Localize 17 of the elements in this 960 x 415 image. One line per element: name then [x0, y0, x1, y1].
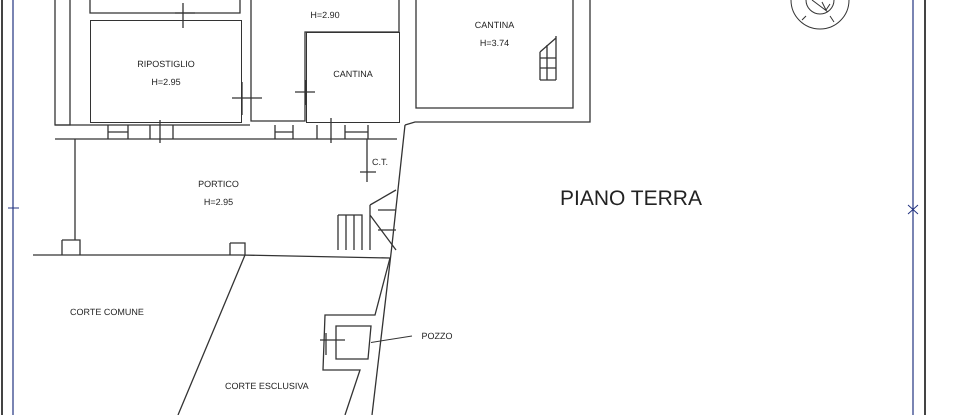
room-label: CANTINA	[333, 69, 373, 79]
callout-label: POZZO	[422, 331, 452, 341]
plan-title: PIANO TERRA	[560, 187, 702, 211]
room-label: CANTINA	[474, 20, 514, 30]
room-label: H=2.95	[204, 197, 234, 207]
room-outline	[250, 0, 400, 122]
room-label: H=2.90	[310, 10, 340, 20]
room-outline	[90, 20, 242, 123]
room-label: H=2.95	[151, 77, 181, 87]
room-label: H=3.74	[480, 38, 510, 48]
leader-line	[370, 336, 412, 343]
area-label: CORTE ESCLUSIVA	[225, 381, 309, 391]
room-label: C.T.	[372, 157, 388, 167]
room-label: PORTICO	[198, 179, 239, 189]
area-label: CORTE COMUNE	[70, 307, 144, 317]
well-outline	[335, 325, 372, 360]
room-label: RIPOSTIGLIO	[137, 59, 195, 69]
